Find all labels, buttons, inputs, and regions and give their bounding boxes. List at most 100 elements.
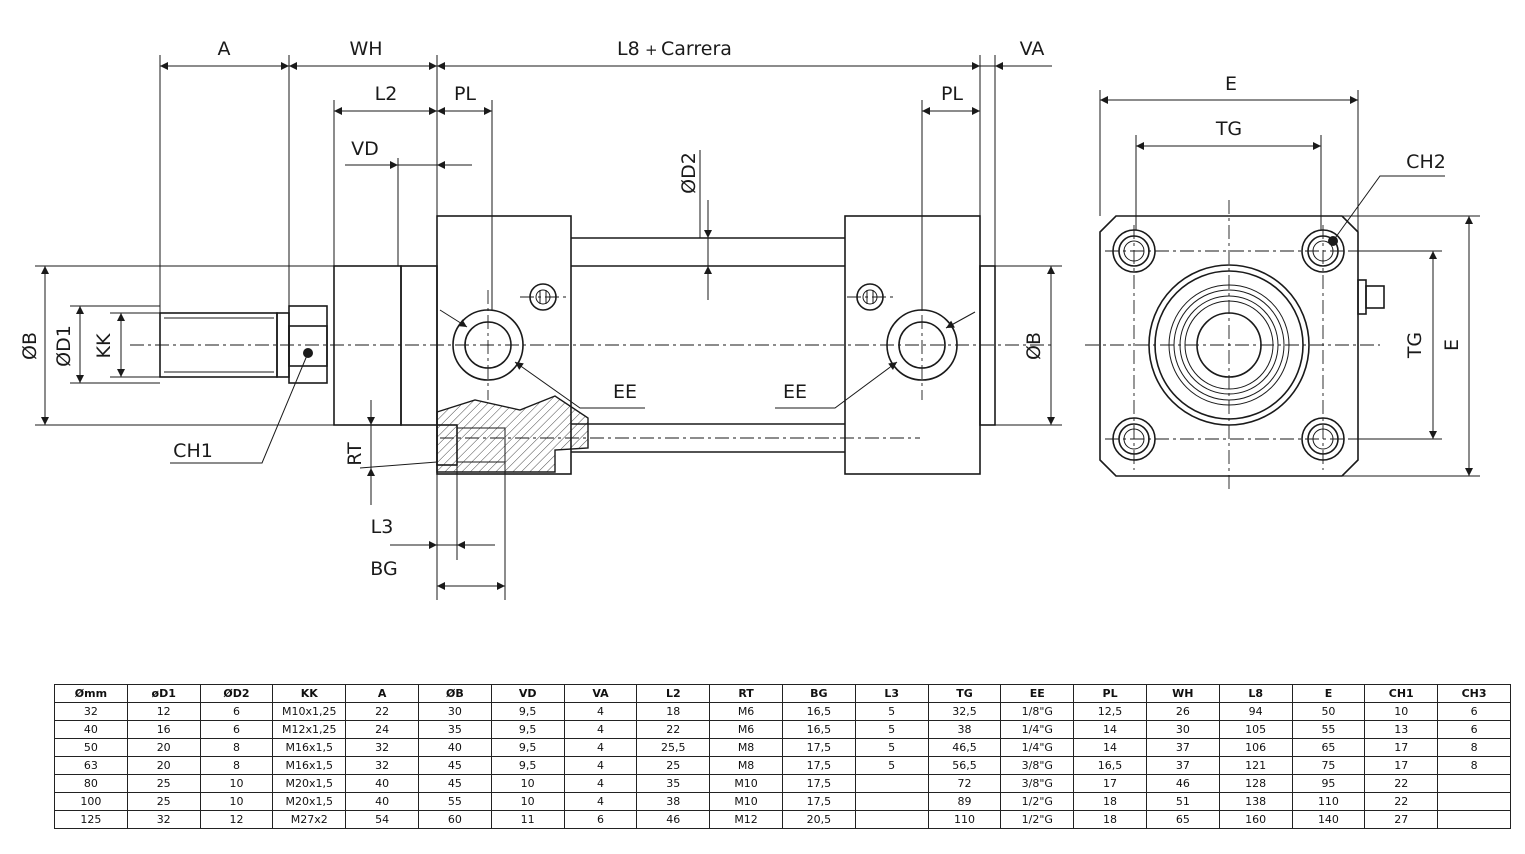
table-cell: M16x1,5 [272, 738, 347, 757]
table-cell: 20 [126, 756, 201, 775]
table-cell: 55 [417, 792, 492, 811]
table-cell: 72 [927, 774, 1002, 793]
table-cell: 16 [126, 720, 201, 739]
table-cell: 121 [1218, 756, 1293, 775]
table-cell: 10 [199, 792, 274, 811]
table-cell: 18 [1073, 810, 1147, 829]
column-header: ØB [417, 684, 492, 703]
label-tg-side: TG [1404, 332, 1426, 359]
leader-ch1 [170, 352, 309, 464]
table-cell: M6 [709, 702, 783, 721]
table-cell: 8 [1437, 756, 1511, 775]
table-cell: 25 [126, 792, 201, 811]
table-cell: 32 [345, 738, 419, 757]
table-cell: 37 [1145, 756, 1220, 775]
table-cell [854, 792, 929, 811]
table-cell: 16,5 [781, 702, 856, 721]
table-cell: 40 [345, 774, 419, 793]
label-ee-right: EE [783, 381, 807, 403]
label-b-left: ØB [19, 332, 41, 360]
table-cell: 12,5 [1073, 702, 1147, 721]
table-cell: 110 [927, 810, 1002, 829]
label-pl-left: PL [454, 83, 476, 105]
label-ch1: CH1 [173, 440, 213, 462]
side-view: A WH L8 + Carrera VA L2 PL PL VD ØD2 ØB … [19, 38, 1062, 600]
label-a: A [218, 38, 231, 60]
table-cell [854, 810, 929, 829]
table-cell: 105 [1218, 720, 1293, 739]
table-cell: 4 [563, 720, 638, 739]
table-cell: 6 [563, 810, 638, 829]
leader-ee-left [514, 361, 645, 409]
side-screw [1357, 279, 1367, 315]
table-cell: 17,5 [781, 756, 856, 775]
cylinder-technical-drawing: A WH L8 + Carrera VA L2 PL PL VD ØD2 ØB … [19, 38, 1480, 600]
table-cell: M10x1,25 [272, 702, 347, 721]
leader-ee-right [775, 361, 898, 409]
table-cell: 16,5 [781, 720, 856, 739]
label-d2: ØD2 [678, 152, 700, 194]
table-cell: 1/4"G [1000, 738, 1075, 757]
table-cell: 89 [927, 792, 1002, 811]
table-cell: M16x1,5 [272, 756, 347, 775]
column-header: PL [1073, 684, 1147, 703]
label-b-right: ØB [1023, 332, 1045, 360]
table-cell: 5 [854, 756, 929, 775]
table-cell: 128 [1218, 774, 1293, 793]
rod-bearing [333, 265, 402, 426]
table-cell: 17 [1364, 738, 1439, 757]
table-cell: 45 [417, 774, 492, 793]
table-cell: 35 [636, 774, 711, 793]
table-cell: 12 [199, 810, 274, 829]
table-cell: 60 [417, 810, 492, 829]
table-cell: 22 [1364, 792, 1439, 811]
table-cell: 18 [1073, 792, 1147, 811]
column-header: ØD2 [199, 684, 274, 703]
table-cell: 17,5 [781, 774, 856, 793]
label-e-top: E [1225, 73, 1237, 95]
table-cell: 1/8"G [1000, 702, 1075, 721]
label-l8: L8 [617, 38, 640, 60]
table-cell: 5 [854, 702, 929, 721]
table-cell: 55 [1291, 720, 1366, 739]
column-header: RT [709, 684, 783, 703]
table-cell: 8 [199, 738, 274, 757]
table-cell: 38 [927, 720, 1002, 739]
label-va: VA [1020, 38, 1045, 60]
table-cell: 160 [1218, 810, 1293, 829]
column-header: EE [1000, 684, 1075, 703]
column-header: E [1291, 684, 1366, 703]
table-cell: M6 [709, 720, 783, 739]
column-header: Ømm [54, 684, 128, 703]
table-cell: 4 [563, 756, 638, 775]
label-e-side: E [1441, 339, 1463, 351]
label-wh: WH [349, 38, 382, 60]
column-header: CH3 [1437, 684, 1511, 703]
table-cell: 4 [563, 774, 638, 793]
table-cell: 95 [1291, 774, 1366, 793]
table-cell: 1/2"G [1000, 810, 1075, 829]
table-cell: 13 [1364, 720, 1439, 739]
table-cell: 18 [636, 702, 711, 721]
label-l2: L2 [375, 83, 398, 105]
table-cell [1437, 810, 1511, 829]
label-rt: RT [344, 442, 366, 466]
column-header: BG [781, 684, 856, 703]
table-cell: 14 [1073, 738, 1147, 757]
table-cell: 16,5 [1073, 756, 1147, 775]
table-cell: 65 [1291, 738, 1366, 757]
table-cell: 30 [417, 702, 492, 721]
table-cell: 46,5 [927, 738, 1002, 757]
table-cell: M12 [709, 810, 783, 829]
table-cell: 40 [345, 792, 419, 811]
table-cell: 24 [345, 720, 419, 739]
table-cell: 10 [199, 774, 274, 793]
label-l3: L3 [371, 516, 394, 538]
table-cell: 94 [1218, 702, 1293, 721]
table-cell: 54 [345, 810, 419, 829]
